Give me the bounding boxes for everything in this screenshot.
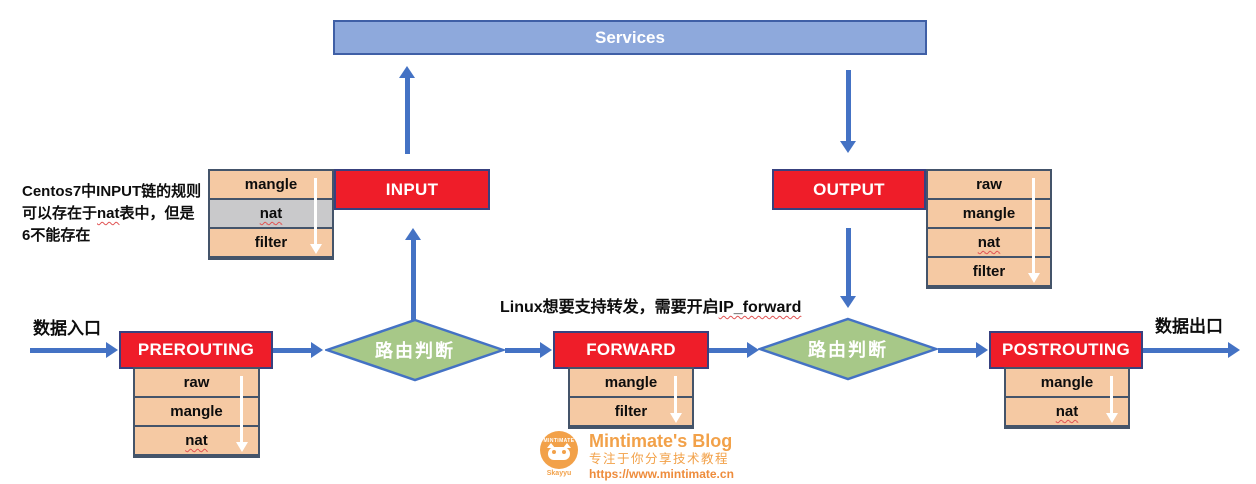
- note-highlight: IP_forward: [718, 299, 802, 316]
- input-table-stack: mangle nat filter: [208, 169, 334, 260]
- prerouting-table-stack: raw mangle nat: [133, 367, 260, 458]
- logo-caption: Skayyu: [546, 470, 572, 477]
- routing-decision-diamond-2: 路由判断: [758, 317, 938, 381]
- cat-ear-icon: [563, 443, 571, 448]
- table-row: nat: [928, 229, 1050, 258]
- arrow-decision2-to-postrouting-icon: [938, 341, 988, 359]
- data-entry-label: 数据入口: [33, 319, 101, 338]
- table-row: mangle: [1006, 369, 1128, 398]
- table-row: mangle: [570, 369, 692, 398]
- table-name: mangle: [244, 176, 298, 193]
- down-arrow-icon: [309, 178, 322, 254]
- down-arrow-icon: [235, 376, 248, 452]
- chain-label: PREROUTING: [137, 340, 255, 359]
- table-name: mangle: [170, 403, 223, 420]
- chain-box-postrouting: POSTROUTING: [989, 331, 1143, 369]
- arrow-postrouting-to-exit-icon: [1143, 341, 1240, 359]
- table-row: filter: [570, 398, 692, 427]
- chain-box-input: INPUT: [334, 169, 490, 210]
- table-row: nat: [210, 200, 332, 229]
- services-box: Services: [333, 20, 927, 55]
- table-name: nat: [259, 205, 283, 222]
- chain-label: FORWARD: [586, 340, 676, 359]
- down-arrow-icon: [1105, 376, 1118, 423]
- note-text: Linux想要支持转发，需要开启: [500, 299, 719, 316]
- table-name: raw: [976, 176, 1002, 193]
- table-name: mangle: [604, 374, 658, 391]
- blog-url: https://www.mintimate.cn: [589, 467, 734, 481]
- diamond-shape-icon: [325, 318, 505, 382]
- centos-note: Centos7中INPUT链的规则可以存在于nat表中，但是6不能存在: [22, 181, 202, 247]
- table-row: raw: [135, 369, 258, 398]
- blog-name: Mintimate's Blog: [589, 431, 733, 451]
- table-name: filter: [254, 234, 288, 251]
- table-row: raw: [928, 171, 1050, 200]
- data-exit-label: 数据出口: [1155, 317, 1223, 336]
- arrow-entry-to-prerouting-icon: [30, 341, 118, 359]
- forward-table-stack: mangle filter: [568, 367, 694, 429]
- table-name: filter: [972, 263, 1006, 280]
- mintimate-logo: MINTIMATE Skayyu: [537, 431, 581, 477]
- blog-watermark: MINTIMATE Skayyu Mintimate's Blog 专注于你分享…: [537, 431, 734, 481]
- note-text: Centos7中INPUT链的规则可以存在于: [22, 183, 202, 222]
- arrow-input-to-services-icon: [398, 66, 416, 154]
- routing-decision-diamond-1: 路由判断: [325, 318, 505, 382]
- table-name: nat: [185, 432, 208, 449]
- blog-tagline: 专注于你分享技术教程: [589, 452, 730, 466]
- chain-label: POSTROUTING: [1002, 340, 1130, 359]
- blog-info: Mintimate's Blog 专注于你分享技术教程 https://www.…: [589, 431, 734, 481]
- services-label: Services: [595, 27, 665, 47]
- table-name: raw: [183, 374, 210, 391]
- table-row: mangle: [135, 398, 258, 427]
- down-arrow-icon: [1027, 178, 1040, 283]
- chain-label: INPUT: [385, 179, 439, 199]
- chain-box-output: OUTPUT: [772, 169, 926, 210]
- decision-label: 路由判断: [808, 340, 888, 360]
- note-highlight: nat: [97, 205, 120, 222]
- diamond-shape-icon: [758, 317, 938, 381]
- chain-box-prerouting: PREROUTING: [119, 331, 273, 369]
- table-name: nat: [1055, 403, 1079, 420]
- ipforward-note: Linux想要支持转发，需要开启IP_forward: [500, 293, 801, 317]
- chain-label: OUTPUT: [813, 179, 885, 199]
- arrow-decision1-to-input-icon: [404, 228, 422, 320]
- logo-text: MINTIMATE: [543, 438, 575, 444]
- arrow-services-to-output-icon: [839, 70, 857, 153]
- cat-ear-icon: [547, 443, 555, 448]
- table-name: mangle: [962, 205, 1016, 222]
- note-text: 表中，但是6不能存在: [22, 205, 195, 244]
- cat-face-icon: [548, 447, 570, 460]
- arrow-prerouting-to-decision1-icon: [273, 341, 323, 359]
- chain-box-forward: FORWARD: [553, 331, 709, 369]
- arrow-output-to-decision2-icon: [839, 228, 857, 308]
- output-table-stack: raw mangle nat filter: [926, 169, 1052, 289]
- table-row: mangle: [210, 171, 332, 200]
- arrow-decision1-to-forward-icon: [505, 341, 552, 359]
- mintimate-logo-icon: MINTIMATE: [540, 431, 578, 469]
- down-arrow-icon: [669, 376, 682, 423]
- table-name: mangle: [1040, 374, 1094, 391]
- table-name: filter: [614, 403, 648, 420]
- postrouting-table-stack: mangle nat: [1004, 367, 1130, 429]
- arrow-forward-to-decision2-icon: [709, 341, 759, 359]
- table-row: mangle: [928, 200, 1050, 229]
- table-name: nat: [977, 234, 1001, 251]
- decision-label: 路由判断: [375, 341, 455, 361]
